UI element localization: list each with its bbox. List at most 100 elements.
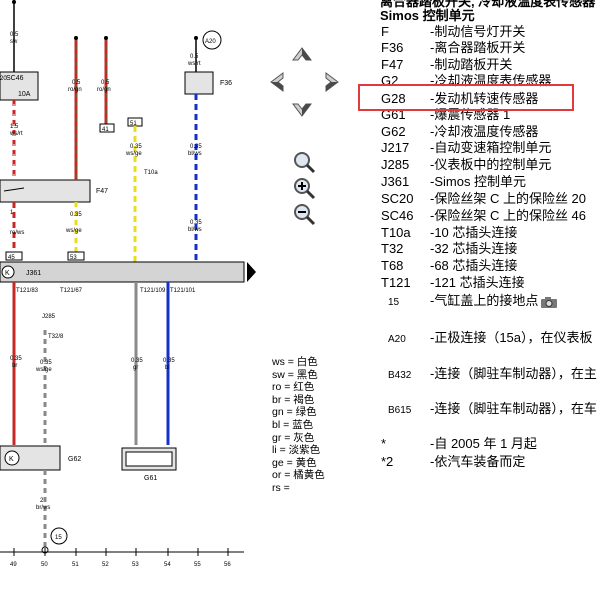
ground-15-label: 15 <box>55 535 62 541</box>
ecu-symbol <box>1 265 15 279</box>
legend-entry: li = 淡紫色 <box>272 444 321 457</box>
component-code: F <box>381 24 389 39</box>
wire-label: 0.35 <box>70 212 82 218</box>
wiring-diagram: SC46 10A 20 0.5 sw 1.5 ws/rt F47 1 ro/ws… <box>0 0 256 568</box>
wire-label: 0.35 <box>40 360 52 366</box>
component-code: 15 <box>388 297 400 308</box>
zoom-out-icon[interactable] <box>291 201 317 227</box>
component-desc: -离合器踏板开关 <box>430 40 526 55</box>
component-code: T68 <box>381 258 404 273</box>
zoom-icon[interactable] <box>291 149 317 175</box>
component-desc: -自动变速箱控制单元 <box>430 140 552 155</box>
page-subtitle: Simos 控制单元 <box>380 8 475 23</box>
relay-f47-box <box>0 179 91 203</box>
connector-a20 <box>202 30 222 50</box>
component-row: F -制动信号灯开关 <box>381 24 525 40</box>
wire-label: ws/ge <box>65 228 82 234</box>
component-row: *-自 2005 年 1 月起 <box>381 436 537 452</box>
legend-entry: gr = 灰色 <box>272 431 315 444</box>
component-desc: -68 芯插头连接 <box>430 258 518 273</box>
wire-label: ws/rt <box>9 131 23 137</box>
ruler-number: 49 <box>10 562 17 568</box>
component-desc: -连接（脚驻车制动器），在主 <box>430 366 597 381</box>
box-45-label: 45 <box>8 255 15 261</box>
camera-icon[interactable] <box>540 296 558 308</box>
sensor-g61-inner <box>125 451 173 467</box>
wire-label: 0.35 <box>190 220 202 226</box>
relay-f36-label: F36 <box>220 80 232 87</box>
component-row: F36-离合器踏板开关 <box>381 40 525 56</box>
wire-label: 0.5 <box>190 54 199 60</box>
legend-entry: ge = 黄色 <box>272 456 317 469</box>
component-row: *2-依汽车装备而定 <box>381 454 525 470</box>
component-row: B432 -连接（脚驻车制动器），在主 <box>388 366 597 384</box>
sensor-g61-label: G61 <box>144 475 157 482</box>
box-53-label: 53 <box>70 255 77 261</box>
arrow-up-icon[interactable] <box>289 44 315 70</box>
component-desc: -保险丝架 C 上的保险丝 46 <box>430 208 587 223</box>
pin-label: T121/83 <box>16 288 39 294</box>
ruler-number: 52 <box>102 562 109 568</box>
legend-entry: br = 褐色 <box>272 393 315 406</box>
zoom-in-icon[interactable] <box>291 175 317 201</box>
component-row: T121-121 芯插头连接 <box>381 275 525 291</box>
module-j361-label: J361 <box>26 270 41 277</box>
component-row: SC46-保险丝架 C 上的保险丝 46 <box>381 208 586 224</box>
ecu-k: K <box>5 270 10 277</box>
ruler-number: 54 <box>164 562 171 568</box>
fuse-prefix: 20 <box>0 76 7 82</box>
component-row: T10a-10 芯插头连接 <box>381 225 517 241</box>
arrow-right-icon[interactable] <box>316 69 342 95</box>
wire-label: 1 <box>10 210 14 216</box>
relay-f36-box <box>184 71 214 95</box>
component-code: *2 <box>381 454 394 469</box>
wire-label: 0.35 <box>10 356 22 362</box>
switch-blade <box>3 187 25 192</box>
j285-label: J285 <box>42 314 56 320</box>
fuse-sc46-box <box>0 71 39 101</box>
component-code: * <box>381 436 387 451</box>
wire-label: br <box>12 363 17 369</box>
box-45 <box>5 251 23 261</box>
pin-label: T10a <box>144 170 158 176</box>
junction-dot <box>194 36 198 40</box>
wire-label: ro/gn <box>97 87 111 93</box>
component-row: T68 -68 芯插头连接 <box>381 258 517 274</box>
fuse-sc46-label: SC46 <box>6 75 24 82</box>
wire-label: 0.5 <box>10 32 19 38</box>
component-row: B615-连接（脚驻车制动器），在车 <box>388 401 597 419</box>
component-code: B432 <box>388 370 412 381</box>
arrow-left-icon[interactable] <box>267 69 293 95</box>
component-code: J217 <box>381 140 410 155</box>
page-title: 离合器踏板开关, 冷却液温度表传感器 <box>380 0 596 9</box>
legend-entry: rs = <box>272 481 290 494</box>
ruler-number: 56 <box>224 562 231 568</box>
component-desc: -仪表板中的控制单元 <box>430 157 552 172</box>
junction-dot <box>12 0 16 4</box>
component-desc: -发动机转速传感器 <box>430 91 539 106</box>
component-desc: -32 芯插头连接 <box>430 241 518 256</box>
component-desc: -制动信号灯开关 <box>430 24 526 39</box>
wire-label: sw <box>10 39 18 45</box>
module-j361-bar <box>0 261 245 283</box>
component-code: J361 <box>381 174 410 189</box>
wire-label: 0.35 <box>163 358 175 364</box>
box-51-label: 51 <box>130 121 137 127</box>
wire-label: 0.35 <box>131 358 143 364</box>
sensor-k: K <box>9 456 14 463</box>
arrow-down-icon[interactable] <box>289 94 315 120</box>
component-row: A20-正极连接（15a），在仪表板 <box>388 330 593 348</box>
component-row: G28-发动机转速传感器 <box>381 91 538 107</box>
wire-label: 0.35 <box>190 144 202 150</box>
component-row: J361 -Simos 控制单元 <box>381 174 526 190</box>
component-row: G62-冷却液温度传感器 <box>381 124 538 140</box>
pin-label: T121/109 <box>140 288 166 294</box>
bar-arrow-icon <box>247 262 256 282</box>
relay-f47-label: F47 <box>96 188 108 195</box>
component-row: J285-仪表板中的控制单元 <box>381 157 551 173</box>
component-desc: -Simos 控制单元 <box>430 174 527 189</box>
component-desc: -121 芯插头连接 <box>430 275 525 290</box>
component-desc: -连接（脚驻车制动器），在车 <box>430 401 597 416</box>
component-code: G62 <box>381 124 406 139</box>
